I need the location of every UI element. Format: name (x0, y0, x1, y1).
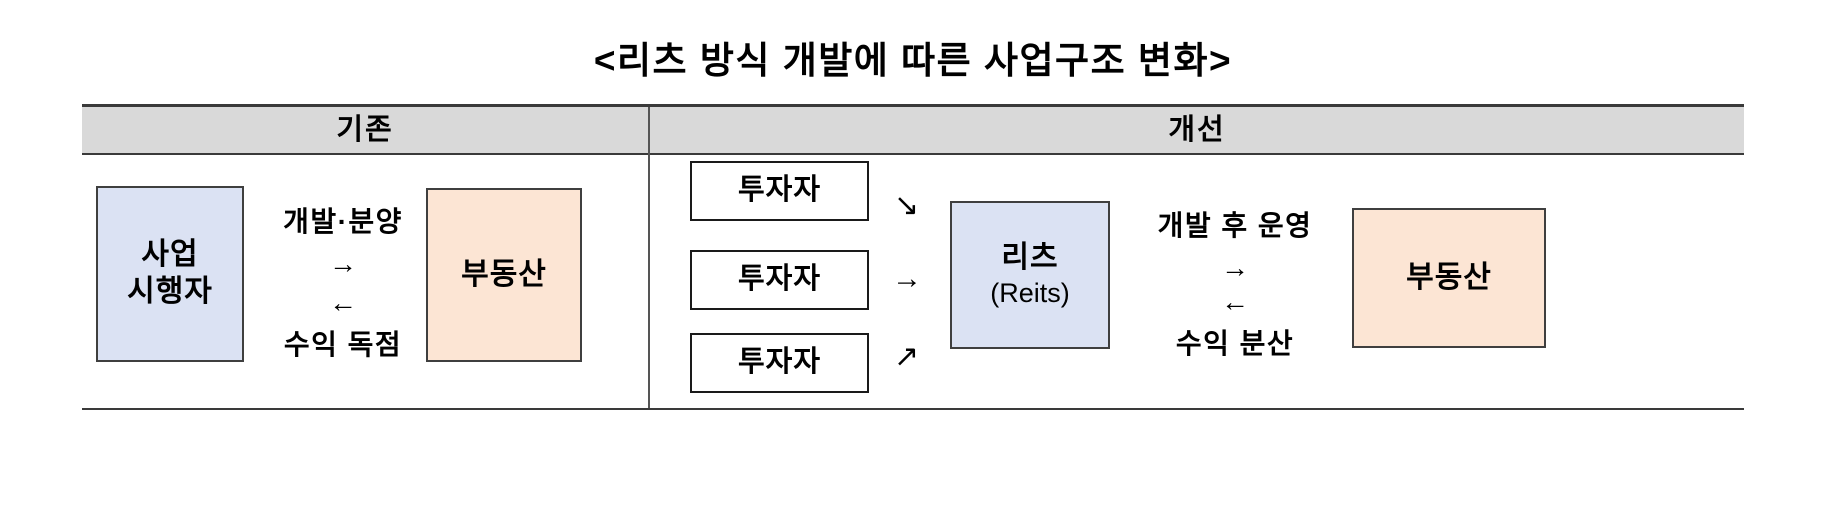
before-forward-flow: 개발·분양 → (258, 200, 428, 278)
after-return-flow-label: 수익 분산 (1175, 328, 1295, 359)
comparison-table: 기존 개선 사업 시행자 개발·분양 → ← 수익 독점 부동산 투자자 투자자… (82, 104, 1744, 410)
page-title: <리츠 방식 개발에 따른 사업구조 변화> (593, 40, 1233, 81)
after-property-box: 부동산 (1352, 208, 1546, 348)
reits-box-line2: (Reits) (990, 277, 1070, 308)
before-property-box: 부동산 (426, 188, 582, 362)
investor-box-2-label: 투자자 (737, 263, 822, 296)
before-forward-arrow-icon: → (329, 248, 357, 279)
after-return-flow: ← 수익 분산 (1128, 288, 1342, 362)
before-forward-flow-label: 개발·분양 (283, 206, 403, 237)
developer-box: 사업 시행자 (96, 186, 244, 362)
developer-box-line2: 시행자 (127, 275, 213, 308)
before-property-box-label: 부동산 (461, 257, 547, 291)
column-header-after: 개선 (1168, 114, 1226, 146)
investor-box-3: 투자자 (690, 333, 869, 393)
before-return-flow: ← 수익 독점 (258, 289, 428, 363)
developer-box-line1: 사업 (141, 238, 199, 272)
column-divider (648, 107, 650, 408)
investor-3-connector-arrow-icon: ↗ (894, 340, 920, 373)
investor-box-1: 투자자 (690, 161, 869, 221)
reits-box-line1: 리츠 (1001, 241, 1059, 275)
investor-2-connector-arrow-icon: → (892, 262, 922, 295)
investor-box-1-label: 투자자 (737, 174, 822, 207)
investor-box-2: 투자자 (690, 250, 869, 310)
investor-1-connector-arrow-icon: ↘ (894, 189, 920, 222)
after-forward-flow-label: 개발 후 운영 (1157, 210, 1313, 241)
reits-box: 리츠 (Reits) (950, 201, 1110, 349)
after-forward-flow: 개발 후 운영 → (1128, 204, 1342, 282)
header-band (82, 107, 1744, 153)
after-forward-arrow-icon: → (1221, 252, 1249, 283)
before-return-arrow-icon: ← (329, 287, 357, 318)
table-header-rule (82, 153, 1744, 155)
before-return-flow-label: 수익 독점 (283, 329, 403, 360)
after-property-box-label: 부동산 (1406, 260, 1492, 294)
investor-box-3-label: 투자자 (737, 346, 822, 379)
column-header-before: 기존 (336, 114, 394, 146)
table-top-rule (82, 104, 1744, 107)
table-bottom-rule (82, 408, 1744, 410)
after-return-arrow-icon: ← (1221, 286, 1249, 317)
